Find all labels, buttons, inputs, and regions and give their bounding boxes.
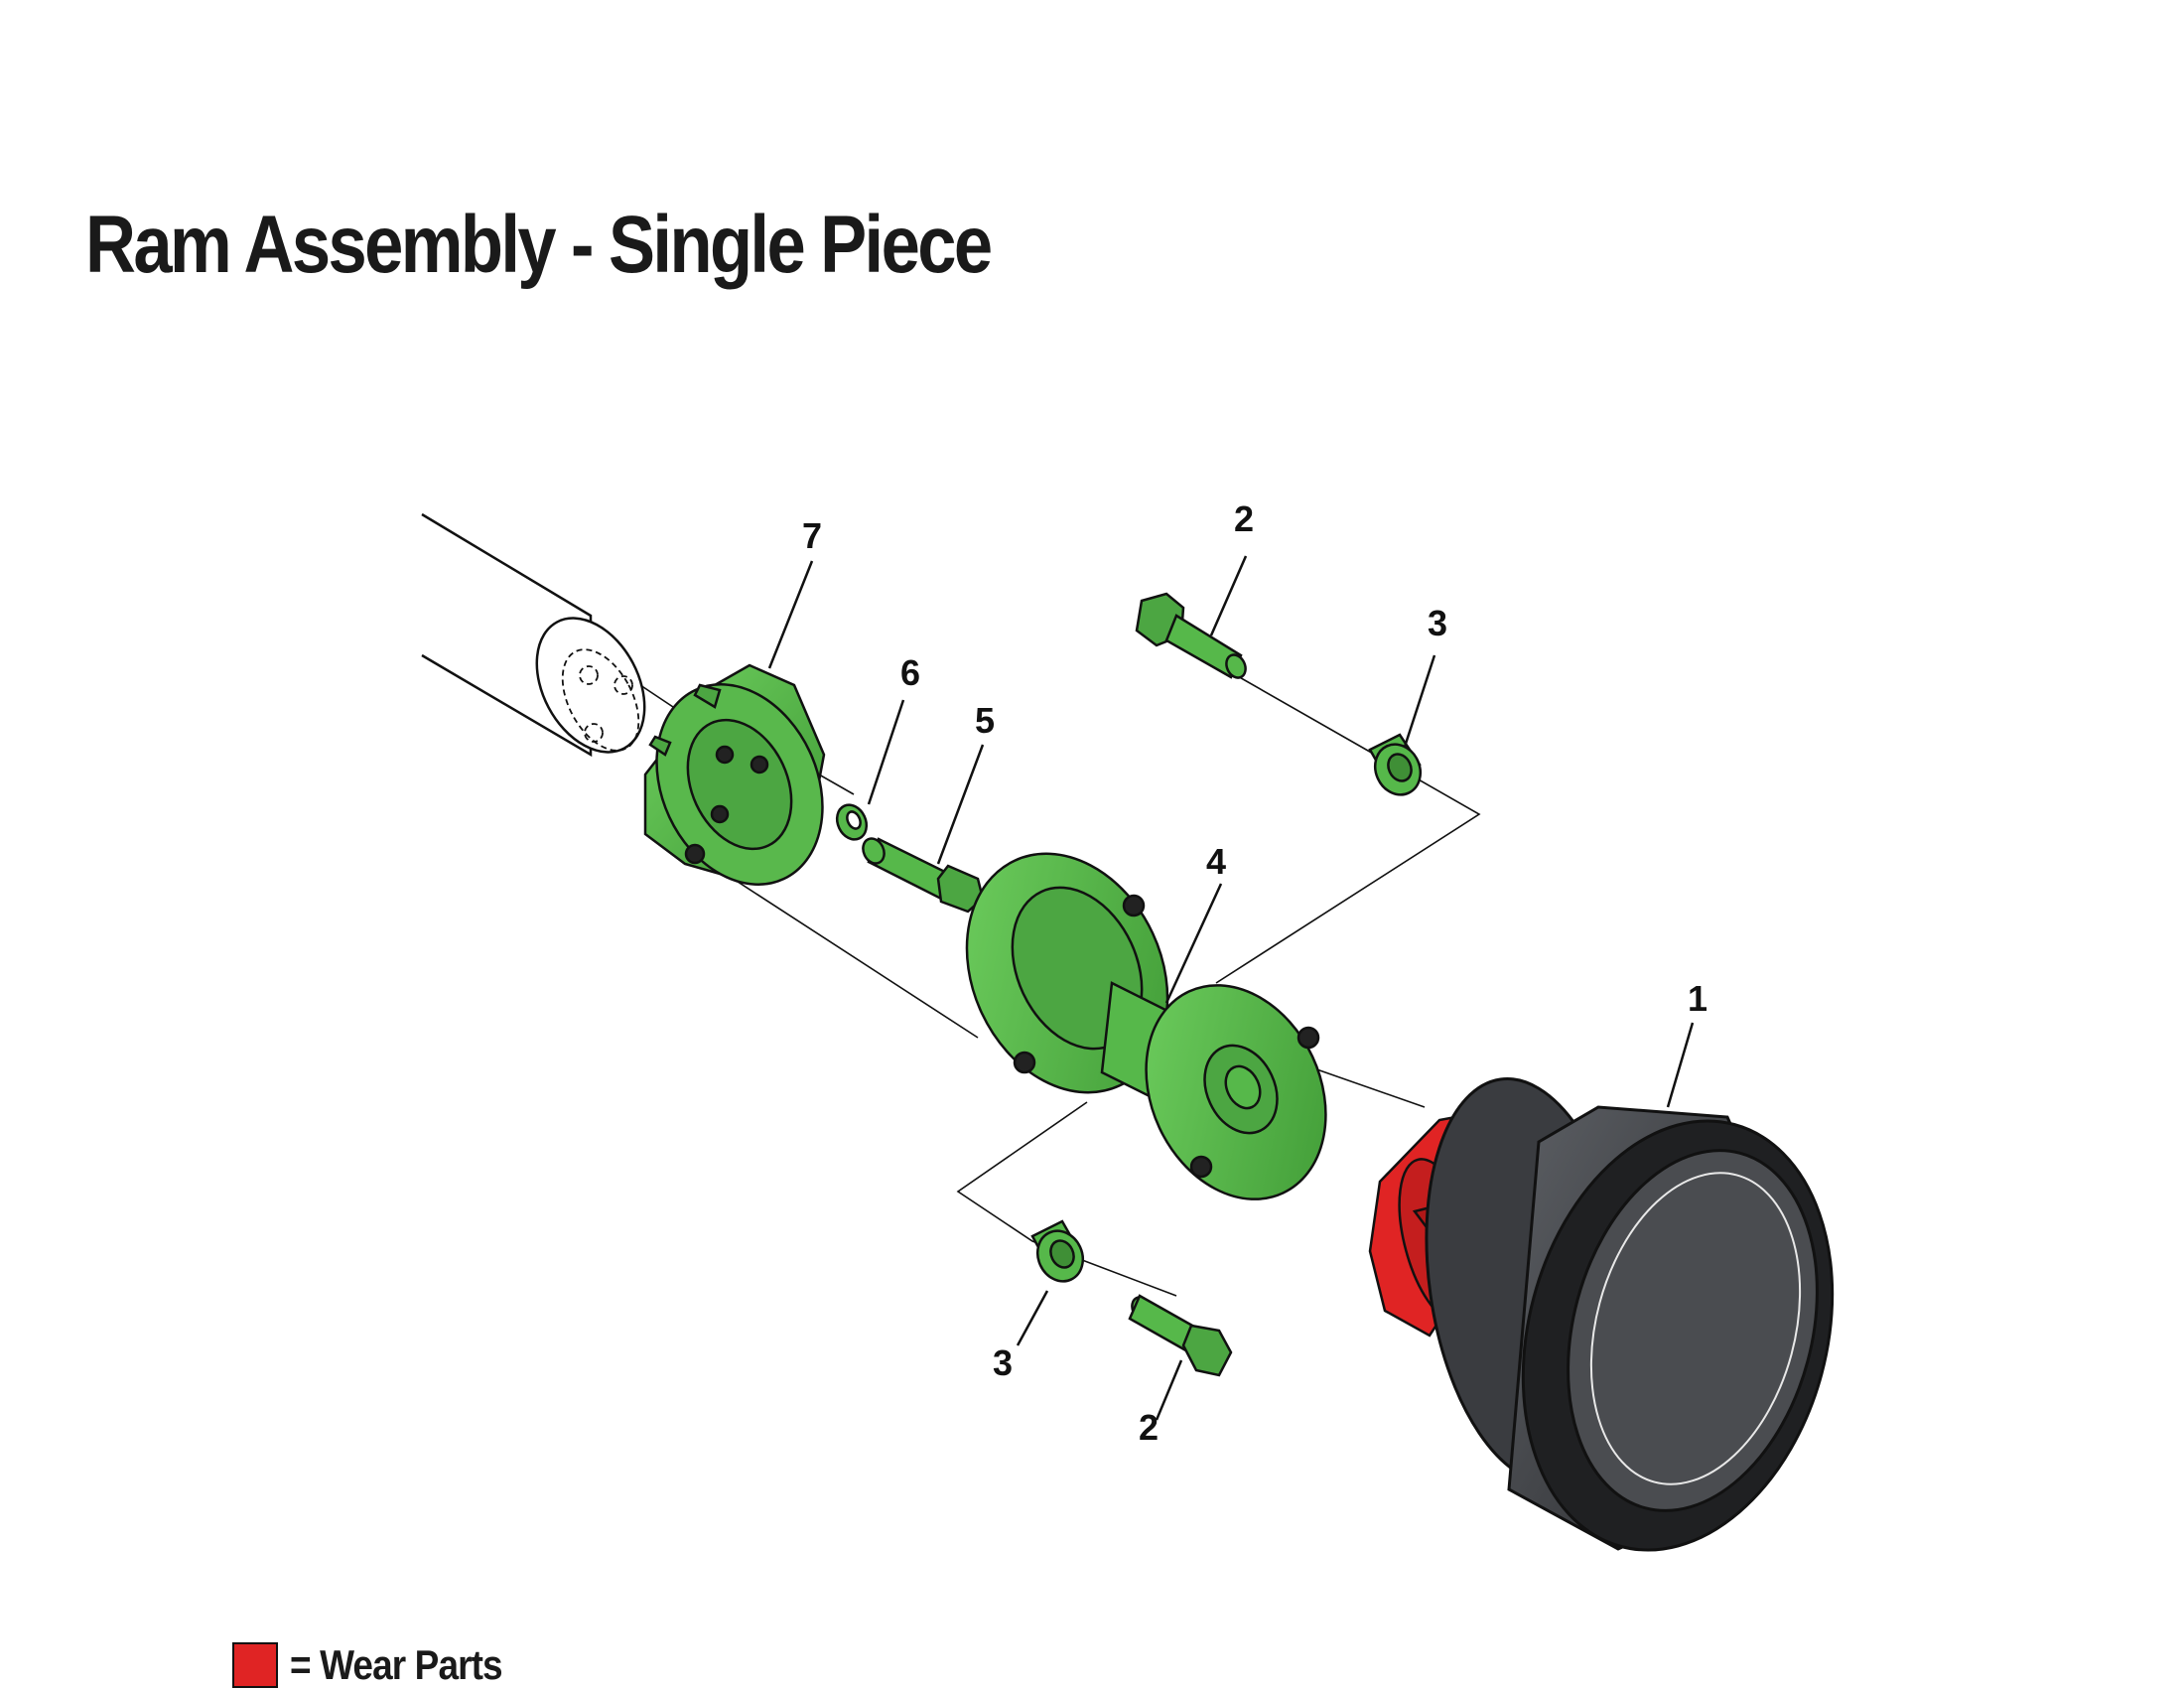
callout-5: 5 (975, 700, 995, 741)
legend-label: = Wear Parts (290, 1641, 503, 1688)
callout-6: 6 (900, 652, 920, 693)
part-3-bushing-top (1368, 733, 1423, 796)
wear-parts-swatch (232, 1642, 278, 1688)
part-5-bolt (862, 837, 985, 914)
callout-4: 4 (1206, 841, 1226, 882)
callout-7: 7 (802, 515, 822, 556)
part-6-washer (835, 803, 869, 841)
part-2-bolt-bottom (1128, 1294, 1233, 1377)
ram-rod (421, 512, 646, 758)
callout-labels: 7 6 5 2 3 4 1 3 2 (802, 498, 1707, 1448)
leader-lines (767, 555, 1695, 1421)
part-7-flange (643, 663, 826, 886)
part-2-bolt-top (1135, 592, 1247, 679)
callout-2-top: 2 (1234, 498, 1254, 539)
callout-3-bottom: 3 (993, 1342, 1013, 1383)
callout-3-top: 3 (1428, 603, 1447, 643)
page-title: Ram Assembly - Single Piece (85, 200, 993, 290)
part-1-ram (1425, 1077, 1835, 1552)
part-4-spool (965, 852, 1327, 1200)
callout-2-bottom: 2 (1139, 1407, 1159, 1448)
part-3-bushing-bottom (1030, 1219, 1085, 1283)
legend: = Wear Parts (232, 1641, 531, 1689)
callout-1: 1 (1688, 978, 1707, 1019)
